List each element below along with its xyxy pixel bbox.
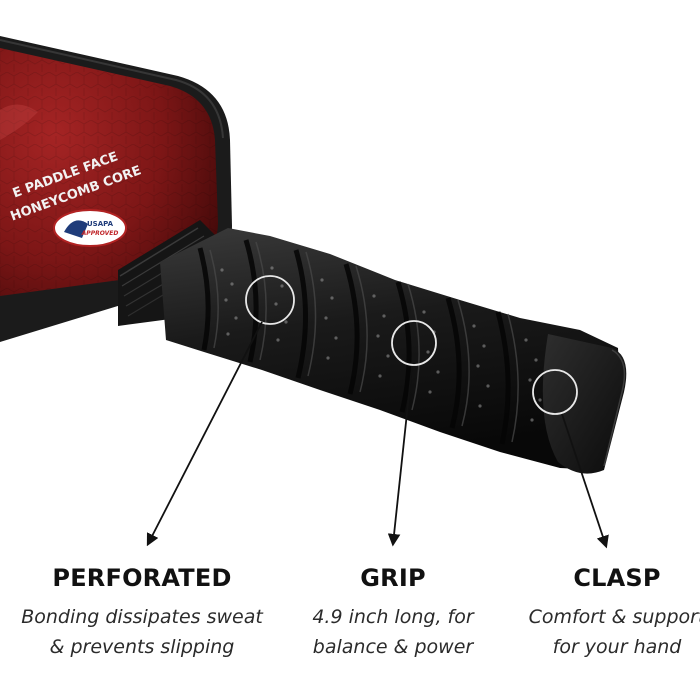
feature-grip: GRIP 4.9 inch long, for balance & power xyxy=(263,562,523,662)
feature-desc-line: for your hand xyxy=(552,636,682,658)
feature-clasp: CLASP Comfort & support for your hand xyxy=(487,562,700,662)
perforation-holes xyxy=(220,266,542,422)
feature-perforated: PERFORATED Bonding dissipates sweat & pr… xyxy=(12,562,272,662)
grip-end-cap xyxy=(542,334,627,474)
feature-description: 4.9 inch long, for balance & power xyxy=(263,602,523,662)
badge-line2: APPROVED xyxy=(81,230,119,237)
feature-desc-line: Comfort & support xyxy=(528,606,700,628)
badge-line1: USAPA xyxy=(87,220,114,228)
usapa-approved-badge: USAPA APPROVED xyxy=(53,209,127,247)
feature-desc-line: 4.9 inch long, for xyxy=(312,606,474,628)
feature-description: Comfort & support for your hand xyxy=(487,602,700,662)
feature-desc-line: balance & power xyxy=(312,636,474,658)
callout-grip xyxy=(387,320,437,547)
feature-title: PERFORATED xyxy=(52,564,232,592)
callout-perforated xyxy=(146,275,295,547)
feature-desc-line: & prevents slipping xyxy=(49,636,235,658)
feature-title: GRIP xyxy=(360,564,426,592)
feature-description: Bonding dissipates sweat & prevents slip… xyxy=(12,602,272,662)
callout-clasp xyxy=(532,369,609,549)
feature-title: CLASP xyxy=(573,564,661,592)
grip-handle xyxy=(160,228,627,474)
feature-desc-line: Bonding dissipates sweat xyxy=(21,606,263,628)
